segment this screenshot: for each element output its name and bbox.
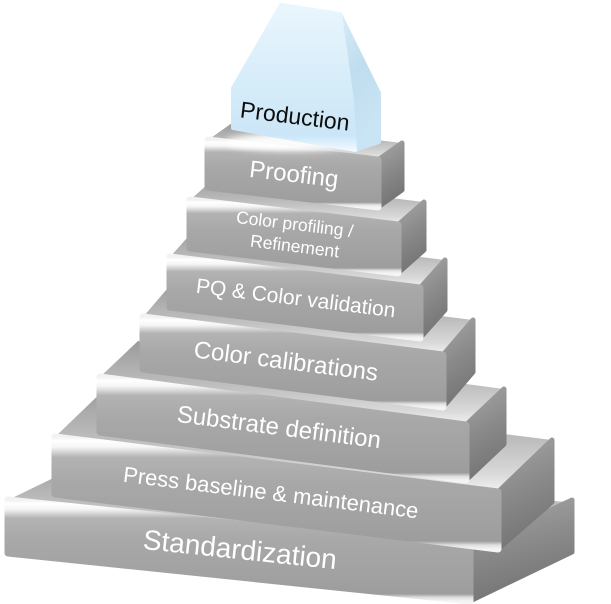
standardization-front-face (4, 496, 474, 604)
slab-color-profiling (186, 196, 427, 277)
proofing-front-face (204, 136, 382, 211)
press-baseline-front-face (51, 433, 502, 553)
slab-pq-color-validation (166, 253, 448, 342)
slab-proofing (204, 136, 405, 211)
slab-press-baseline (51, 433, 555, 553)
color-profiling-front-face (186, 196, 402, 277)
color-calibrations-front-face (139, 313, 447, 411)
slab-color-calibrations (139, 313, 476, 411)
peak-front-face (231, 3, 357, 152)
substrate-definition-front-face (96, 373, 470, 484)
pq-color-validation-front-face (166, 253, 424, 342)
slab-standardization (4, 496, 575, 604)
slab-substrate-definition (96, 373, 507, 484)
peak-production (226, 3, 381, 152)
